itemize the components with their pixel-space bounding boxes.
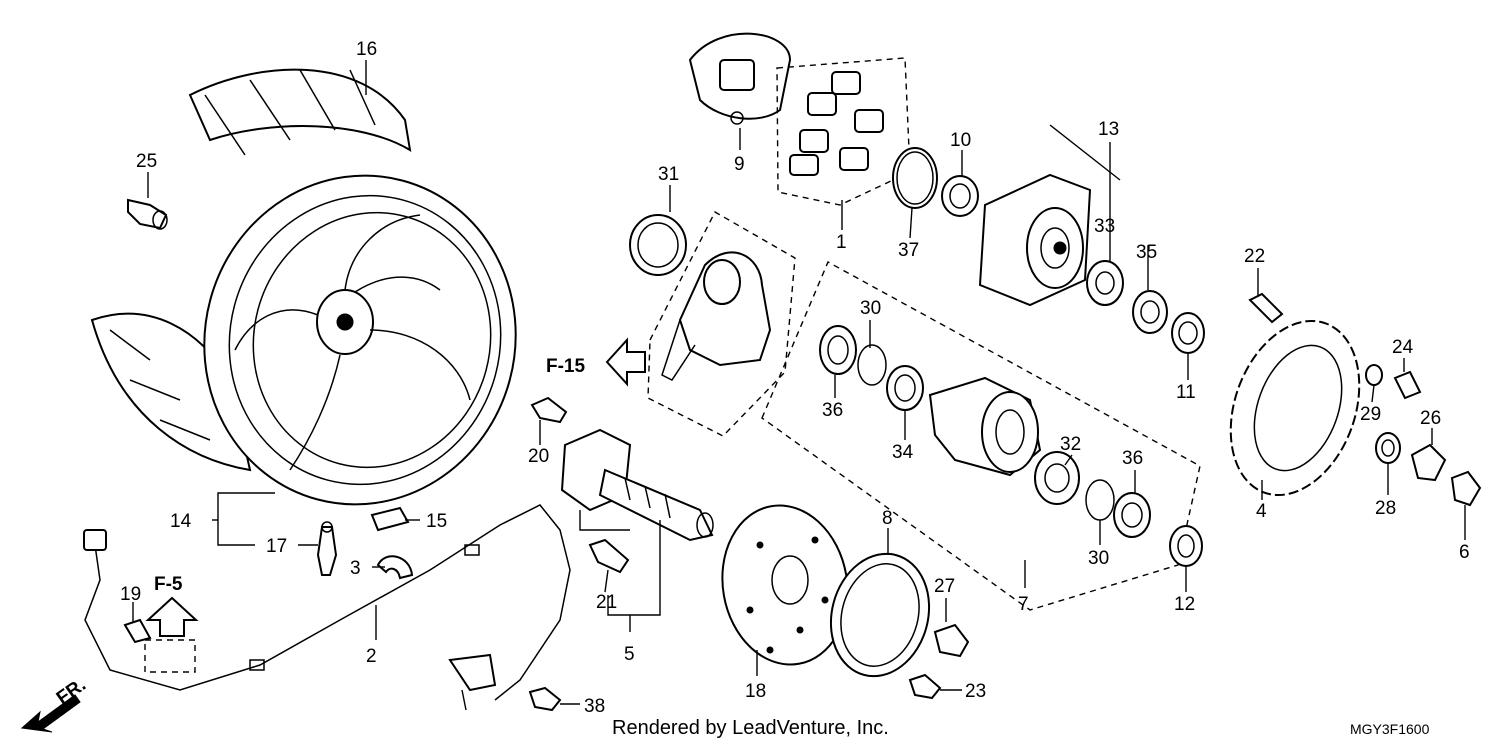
washer-28[interactable] (1375, 432, 1401, 464)
callout-21: 21 (596, 592, 617, 613)
callout-8: 8 (882, 508, 893, 529)
callout-4: 4 (1256, 501, 1267, 522)
wheel-speed-sensor-harness[interactable] (83, 504, 571, 711)
bearing-35[interactable] (1132, 290, 1168, 334)
callout-29: 29 (1360, 404, 1381, 425)
callout-36b: 36 (1122, 448, 1143, 469)
driven-flange-assembly[interactable] (978, 173, 1092, 307)
callout-1: 1 (836, 232, 847, 253)
caliper-bracket[interactable] (629, 211, 796, 437)
f5-arrow (145, 596, 199, 637)
nut-6[interactable] (1450, 470, 1482, 507)
damper-rubbers[interactable] (776, 57, 911, 206)
clip-15[interactable] (370, 506, 410, 532)
final-driven-sprocket[interactable] (1208, 303, 1382, 513)
callout-37: 37 (898, 240, 919, 261)
bolt-22[interactable] (1248, 292, 1284, 324)
nut-27[interactable] (933, 623, 970, 658)
callout-30b: 30 (1088, 548, 1109, 569)
bolt-38[interactable] (528, 686, 562, 712)
rear-brake-disc[interactable] (710, 495, 860, 674)
bolt-23[interactable] (908, 673, 942, 700)
abs-pulser-ring[interactable] (818, 543, 943, 688)
callout-20: 20 (528, 446, 549, 467)
callout-30a: 30 (860, 298, 881, 319)
callout-16: 16 (356, 39, 377, 60)
bolt-19[interactable] (123, 618, 152, 644)
callout-5: 5 (624, 644, 635, 665)
callout-17: 17 (266, 536, 287, 557)
bearing-33[interactable] (1086, 260, 1124, 306)
callout-18: 18 (745, 681, 766, 702)
callout-27: 27 (934, 576, 955, 597)
nut-26[interactable] (1410, 443, 1447, 482)
callout-32: 32 (1060, 434, 1081, 455)
diagram-code: MGY3F1600 (1350, 721, 1430, 737)
callout-23: 23 (965, 681, 986, 702)
leader-lines (132, 60, 1466, 705)
oil-seal-10[interactable] (941, 175, 979, 217)
callout-6: 6 (1459, 542, 1470, 563)
callout-12: 12 (1174, 594, 1195, 615)
rear-tire[interactable] (90, 68, 412, 472)
tire-valve[interactable] (316, 521, 338, 576)
callout-34: 34 (892, 442, 914, 463)
clamp-3[interactable] (376, 555, 414, 580)
callout-35: 35 (1136, 242, 1157, 263)
seal-12[interactable] (1169, 525, 1203, 567)
bolt-20[interactable] (530, 396, 568, 424)
callout-38: 38 (584, 696, 605, 717)
callout-28: 28 (1375, 498, 1396, 519)
callout-10: 10 (950, 130, 971, 151)
callout-13: 13 (1098, 119, 1119, 140)
callout-15: 15 (426, 511, 447, 532)
seal-11[interactable] (1171, 312, 1205, 354)
footer-credit: Rendered by LeadVenture, Inc. (612, 717, 889, 739)
ref-f15[interactable]: F-15 (546, 356, 586, 377)
washer-29[interactable] (1365, 364, 1383, 386)
callout-22: 22 (1244, 246, 1265, 267)
callout-36a: 36 (822, 400, 843, 421)
f15-arrow (605, 337, 646, 387)
callout-11: 11 (1176, 382, 1196, 403)
ref-f5[interactable]: F-5 (154, 574, 183, 595)
rear-wheel[interactable] (168, 141, 553, 540)
callout-25: 25 (136, 151, 157, 172)
o-ring-37[interactable] (892, 147, 938, 209)
rear-axle[interactable] (560, 428, 714, 542)
callout-19: 19 (120, 584, 141, 605)
rear-hub-assembly[interactable] (761, 261, 1201, 611)
callout-2: 2 (366, 646, 377, 667)
front-direction-arrow (20, 694, 81, 733)
callout-26: 26 (1420, 408, 1441, 429)
collar-24[interactable] (1393, 370, 1422, 400)
callout-7: 7 (1018, 594, 1029, 615)
callout-9: 9 (734, 154, 745, 175)
callout-3: 3 (350, 558, 361, 579)
bolt-21[interactable] (588, 538, 630, 574)
callout-14: 14 (170, 511, 192, 532)
bolt-25[interactable] (127, 198, 168, 230)
callout-33: 33 (1094, 216, 1115, 237)
final-driven-flange[interactable] (688, 32, 792, 125)
ref-front: FR. (53, 674, 90, 709)
callout-24: 24 (1392, 337, 1414, 358)
callout-31: 31 (658, 164, 679, 185)
